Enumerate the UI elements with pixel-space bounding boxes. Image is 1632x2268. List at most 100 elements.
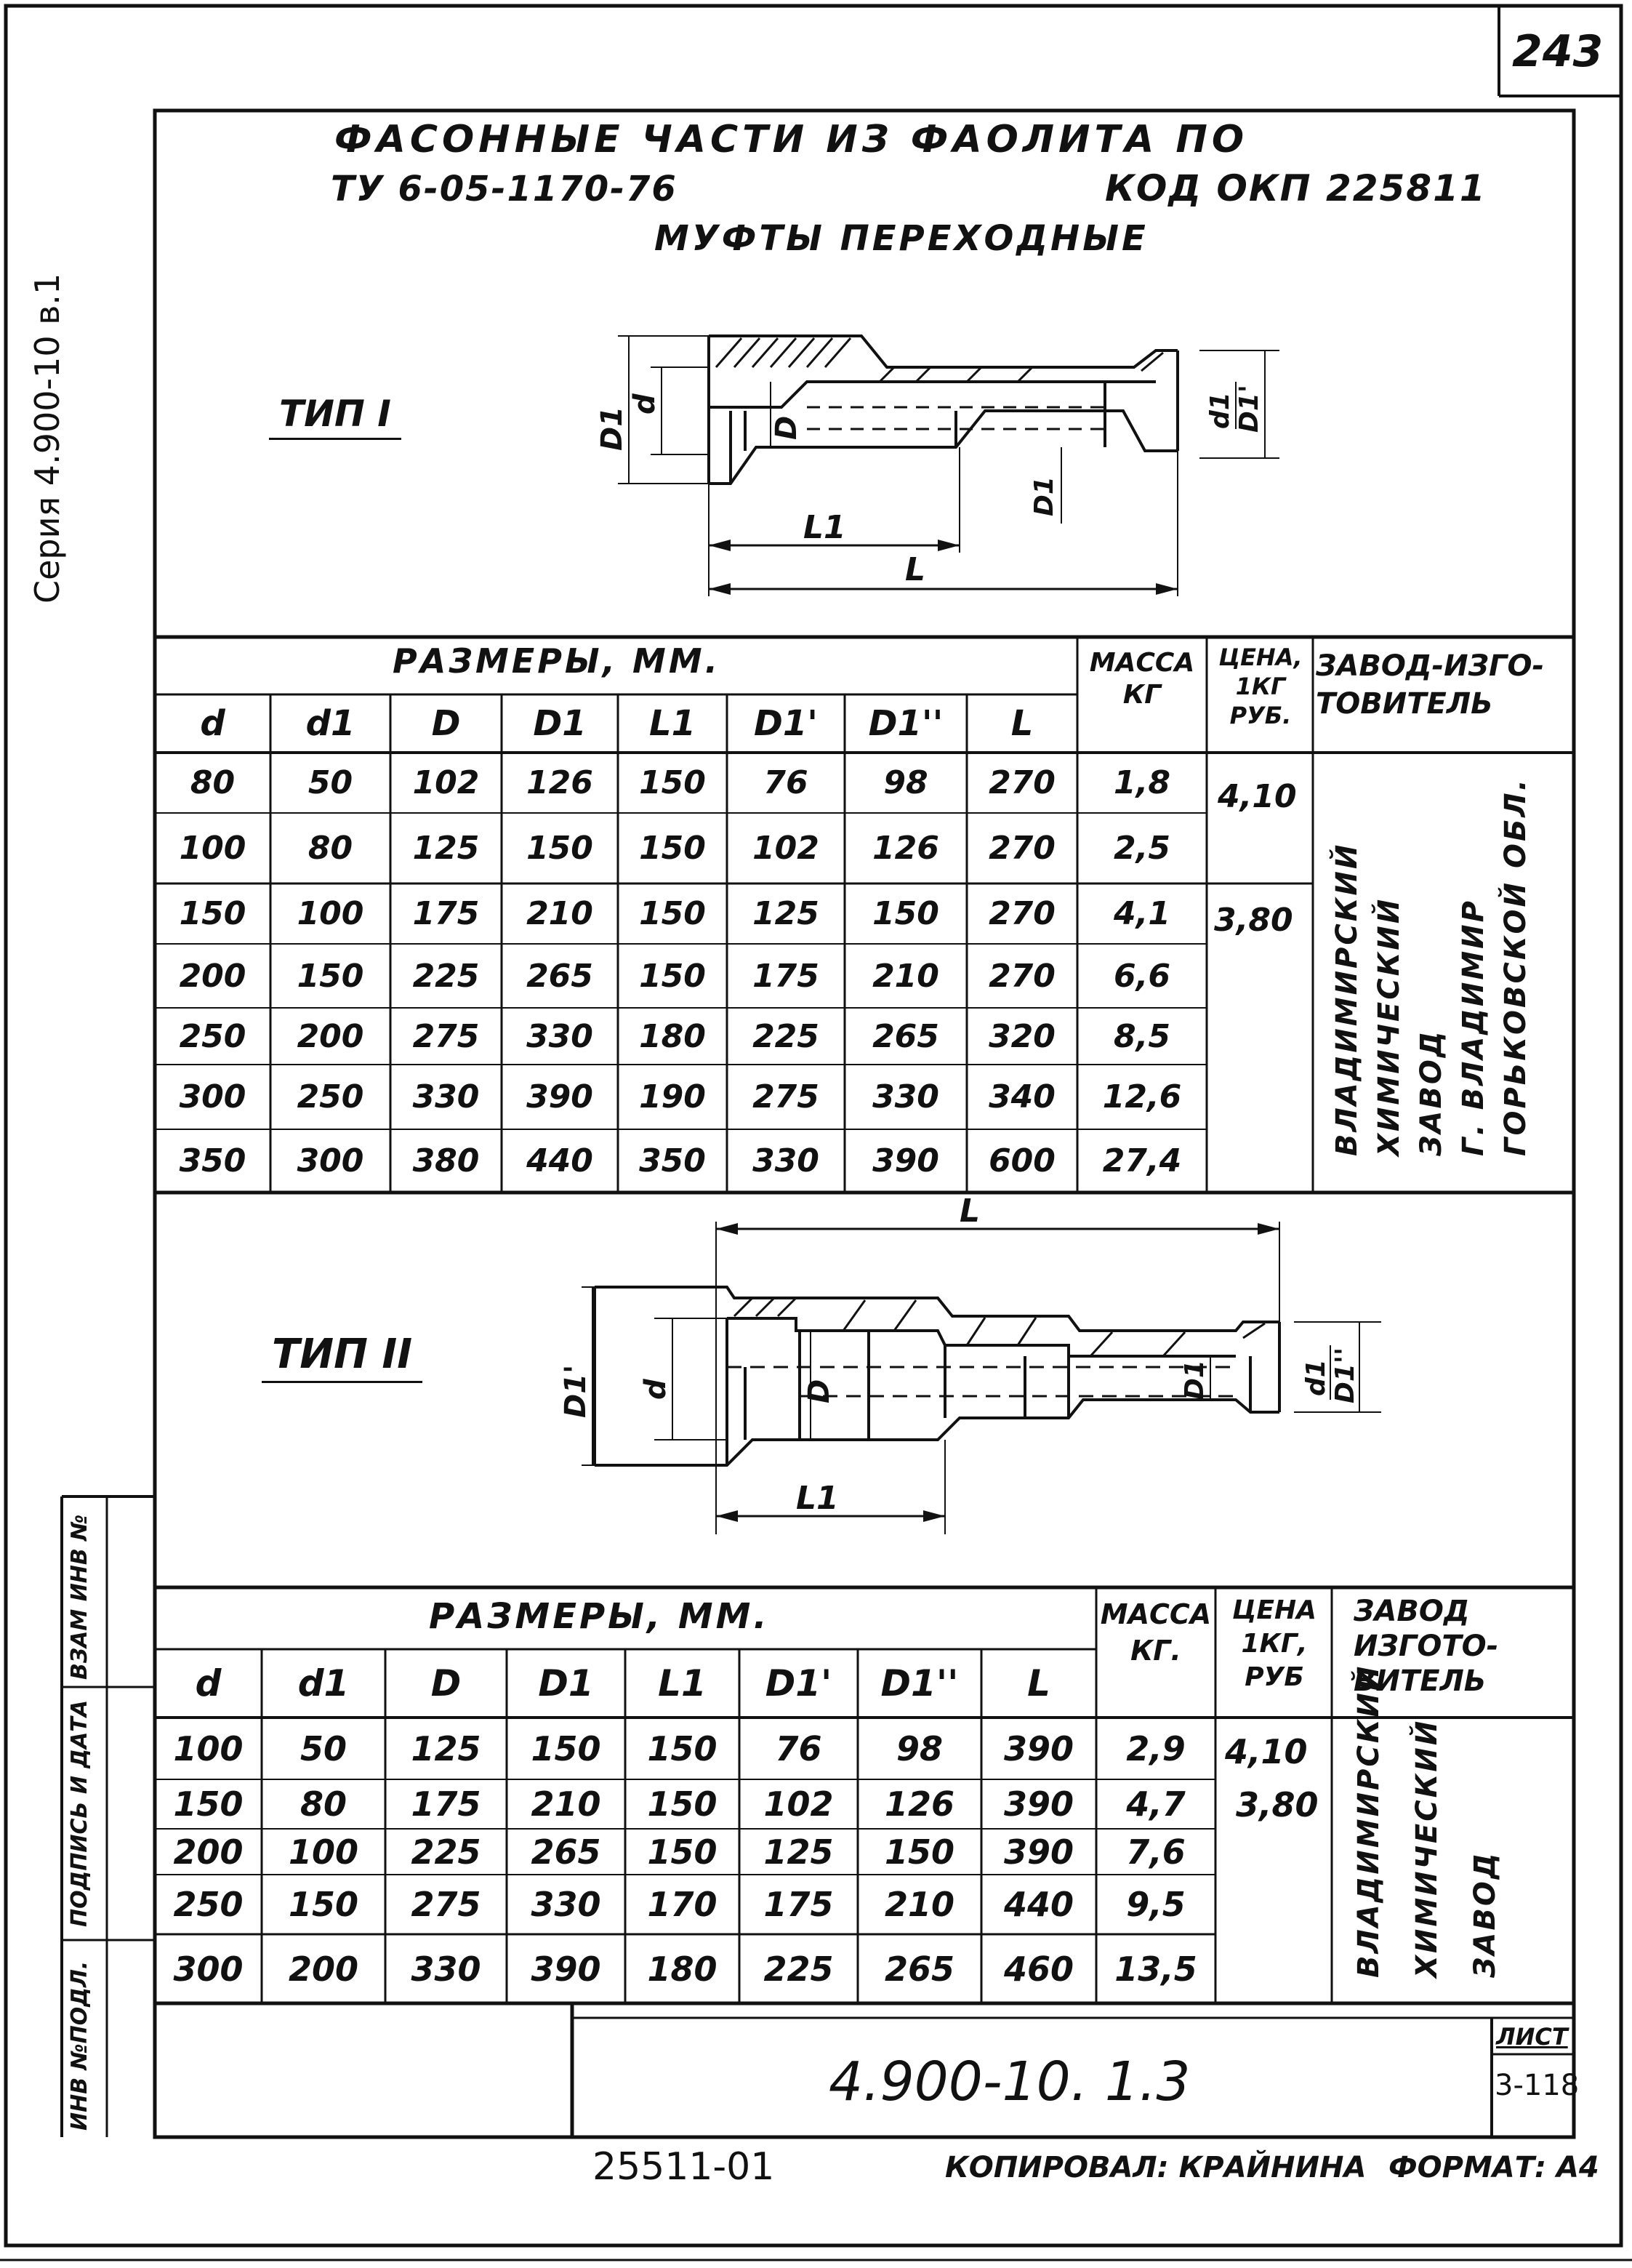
table2-cell: 98 <box>896 1728 943 1768</box>
table1-cell: 76 <box>763 764 808 801</box>
table1-cell: 270 <box>989 764 1056 801</box>
table2-factory-header: ЗАВОД ИЗГОТО-ВИТЕЛЬ <box>1354 1595 1499 1698</box>
table2-col-header: D1' <box>765 1662 832 1704</box>
table2-cell: 125 <box>763 1832 834 1872</box>
table2-col-header: d <box>195 1662 222 1704</box>
page-number: 243 <box>1512 26 1604 77</box>
table2-price-2: 3,80 <box>1236 1785 1319 1824</box>
table2-cell: 300 <box>173 1949 244 1989</box>
table1-cell: 150 <box>179 895 246 932</box>
table2-cell: 210 <box>884 1885 955 1924</box>
table2-cell: 50 <box>300 1728 347 1768</box>
table1-cell: 270 <box>989 895 1056 932</box>
table1-mass-cell: 12,6 <box>1102 1078 1182 1115</box>
table2-cell: 225 <box>763 1949 834 1989</box>
table1-cell: 100 <box>297 895 364 932</box>
table2-cell: 100 <box>173 1728 244 1768</box>
table2-cell: 150 <box>173 1784 244 1824</box>
table2-cell: 150 <box>647 1728 717 1768</box>
table2-cell: 76 <box>775 1728 822 1768</box>
dim-L1: L1 <box>803 509 846 546</box>
table2-cell: 460 <box>1003 1949 1074 1989</box>
table2-cell: 175 <box>411 1784 481 1824</box>
title-line3: МУФТЫ ПЕРЕХОДНЫЕ <box>654 218 1149 259</box>
footer-copied: КОПИРОВАЛ: КРАЙНИНА <box>945 2151 1367 2184</box>
table2-mass-cell: 13,5 <box>1114 1949 1197 1989</box>
table2-mass-cell: 4,7 <box>1126 1784 1186 1824</box>
table2-factory-line: ВЛАДИМИРСКИЙ <box>1352 1664 1386 1978</box>
table1-col-header: d <box>200 703 225 744</box>
dim2-D1-prime: D1' <box>559 1365 592 1418</box>
dim-L: L <box>905 551 925 588</box>
table1-cell: 350 <box>639 1142 706 1179</box>
table2-cell: 330 <box>411 1949 481 1989</box>
dim-d: d <box>628 393 662 414</box>
dim-D: D <box>770 416 803 440</box>
table2-cell: 390 <box>1003 1832 1074 1872</box>
table1-col-header: D1'' <box>868 703 944 744</box>
table2-factory-line: ЗАВОД <box>1468 1851 1502 1979</box>
table1-cell: 225 <box>412 957 480 995</box>
table1-cell: 390 <box>526 1078 593 1115</box>
table2-cell: 175 <box>763 1885 834 1924</box>
table1-cell: 125 <box>412 830 480 867</box>
table1-cell: 330 <box>526 1017 593 1055</box>
table1-cell: 80 <box>190 764 236 801</box>
table2-cell: 150 <box>647 1784 717 1824</box>
table2-price-header: ЦЕНА 1КГ, РУБ <box>1232 1595 1317 1692</box>
table1-price-1: 4,10 <box>1218 778 1297 815</box>
table1-cell: 126 <box>526 764 593 801</box>
table1-group-header: РАЗМЕРЫ, ММ. <box>393 641 721 681</box>
table1-cell: 275 <box>752 1078 819 1115</box>
table1-cell: 265 <box>872 1017 939 1055</box>
table1-factory-line: ЗАВОД <box>1415 1029 1448 1157</box>
strip-inv-no: ИНВ №ПОДЛ. <box>67 1960 92 2131</box>
table2-factory-line: ХИМИЧЕСКИЙ <box>1410 1718 1444 1978</box>
footer-format: ФОРМАТ: А4 <box>1388 2151 1599 2184</box>
footer-code: 25511-01 <box>592 2145 775 2189</box>
dim2-d1: d1 <box>1301 1359 1331 1396</box>
table2-cell: 275 <box>411 1885 481 1924</box>
table1-cell: 150 <box>872 895 939 932</box>
sheet-value: 3-118 <box>1495 2069 1580 2102</box>
table1-mass-cell: 27,4 <box>1102 1142 1182 1179</box>
table1-col-header: d1 <box>305 703 355 744</box>
table1-price-header: ЦЕНА, 1КГ РУБ. <box>1218 644 1303 729</box>
table2-cell: 126 <box>884 1784 955 1824</box>
table1-cell: 150 <box>639 957 706 995</box>
table1-cell: 150 <box>639 830 706 867</box>
table1-cell: 250 <box>297 1078 364 1115</box>
table2-cell: 180 <box>647 1949 717 1989</box>
table2-factory-vertical: ВЛАДИМИРСКИЙ ХИМИЧЕСКИЙ ЗАВОД <box>1352 1664 1563 1992</box>
table1-cell: 80 <box>307 830 353 867</box>
table2-col-header: L1 <box>658 1662 707 1704</box>
dim2-D1-double-prime: D1'' <box>1330 1347 1360 1403</box>
table1-mass-cell: 4,1 <box>1114 895 1170 932</box>
table2-mass-cell: 9,5 <box>1126 1885 1186 1924</box>
table2-col-header: L <box>1027 1662 1050 1704</box>
table2-cell: 100 <box>288 1832 359 1872</box>
table1-cell: 125 <box>752 895 819 932</box>
table1-cell: 210 <box>526 895 593 932</box>
table1-cell: 175 <box>412 895 480 932</box>
table1-cell: 200 <box>179 957 246 995</box>
table1-cell: 320 <box>989 1017 1056 1055</box>
table1-cell: 265 <box>526 957 593 995</box>
table1-cell: 126 <box>872 830 939 867</box>
table1-factory-line: ГОРЬКОВСКОЙ ОБЛ. <box>1499 777 1532 1156</box>
table2-cell: 150 <box>531 1728 601 1768</box>
table2-cell: 390 <box>1003 1728 1074 1768</box>
table2-mass-cell: 2,9 <box>1126 1728 1186 1768</box>
table2-mass-header: МАССА КГ. <box>1100 1598 1212 1667</box>
table2-cell: 390 <box>1003 1784 1074 1824</box>
title-line2-right: КОД ОКП 225811 <box>1105 167 1487 209</box>
table2-col-header: D1'' <box>880 1662 959 1704</box>
strip-replace-inv: ВЗАМ ИНВ № <box>67 1514 92 1680</box>
dim2-L: L <box>960 1193 980 1230</box>
table1-factory-line: ВЛАДИМИРСКИЙ <box>1330 842 1364 1156</box>
table2-cell: 225 <box>411 1832 481 1872</box>
table2-cell: 102 <box>763 1784 834 1824</box>
table2-cell: 265 <box>531 1832 601 1872</box>
